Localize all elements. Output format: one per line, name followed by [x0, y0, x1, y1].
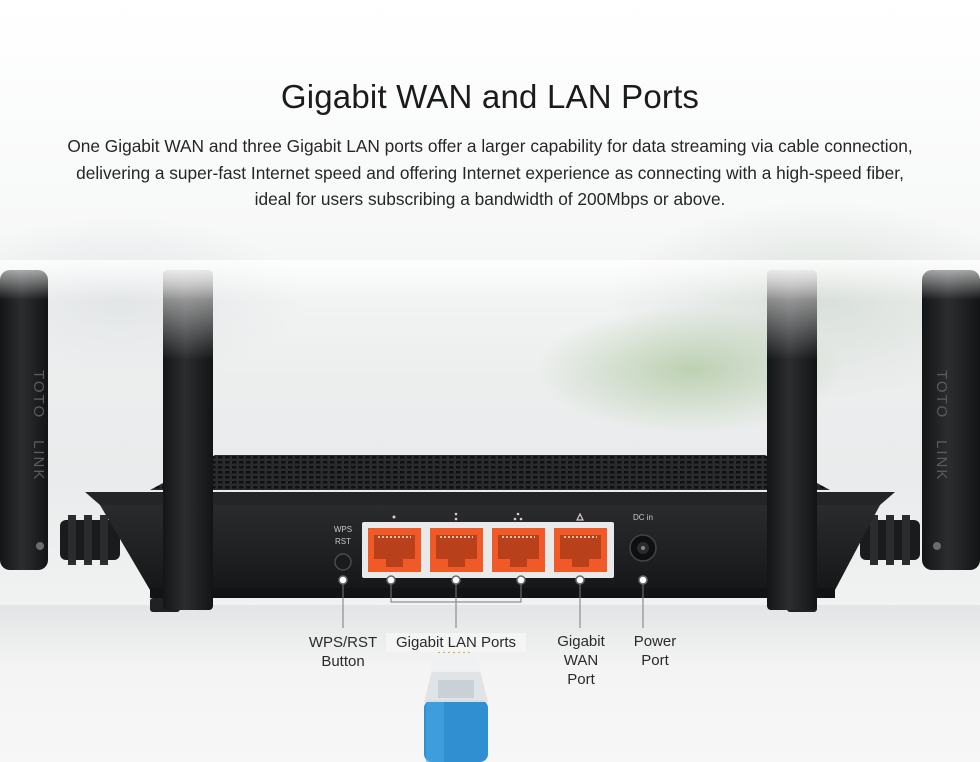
antenna-hinge-left — [60, 515, 120, 565]
antenna-near-left — [163, 270, 213, 610]
lan-port-2[interactable] — [430, 528, 483, 572]
wps-rst-callout: WPS/RST Button — [303, 633, 383, 671]
description-line-2: delivering a super-fast Internet speed a… — [76, 162, 904, 183]
lan-ports-callout: Gigabit LAN Ports — [386, 633, 526, 652]
lan-2-icon — [454, 512, 458, 516]
lan-port-3[interactable] — [492, 528, 545, 572]
antenna-brand-right-2: LINK — [933, 440, 950, 481]
wan-callout-line-3: Port — [567, 671, 595, 688]
antenna-near-right — [767, 270, 817, 610]
power-port-callout: Power Port — [621, 632, 689, 670]
power-callout-line-1: Power — [633, 633, 677, 650]
antenna-brand-right: TOTO — [933, 370, 950, 419]
table-surface — [0, 605, 980, 762]
antenna-brand-left: TOTO — [30, 370, 47, 419]
antenna-brand-left-2: LINK — [30, 440, 47, 481]
top-fade — [0, 260, 980, 300]
description-line-1: One Gigabit WAN and three Gigabit LAN po… — [67, 136, 913, 156]
wan-port[interactable] — [554, 528, 607, 572]
ethernet-cable — [424, 650, 488, 762]
antenna-far-right: TOTO LINK — [922, 270, 980, 570]
wps-rst-button[interactable] — [334, 553, 352, 571]
wan-port-callout: Gigabit WAN Port — [551, 632, 611, 689]
wps-callout-line-2: Button — [321, 653, 365, 670]
wps-label: WPS — [334, 525, 352, 534]
wan-callout-line-2: WAN — [563, 652, 599, 669]
rst-label: RST — [335, 537, 351, 546]
lan-3-icon — [516, 512, 520, 516]
description: One Gigabit WAN and three Gigabit LAN po… — [20, 133, 960, 213]
antenna-far-left: TOTO LINK — [0, 270, 48, 570]
ethernet-port-block — [362, 522, 614, 578]
power-port[interactable] — [629, 534, 657, 562]
dc-in-label: DC in — [633, 513, 653, 522]
callout-dots — [338, 575, 648, 585]
antenna-hinge-right — [860, 515, 920, 565]
description-line-3: ideal for users subscribing a bandwidth … — [254, 189, 726, 209]
wps-callout-line-1: WPS/RST — [308, 634, 378, 651]
lan-1-icon — [392, 515, 396, 519]
callout-lines — [342, 580, 644, 628]
page-title: Gigabit WAN and LAN Ports — [280, 78, 700, 115]
power-callout-line-2: Port — [641, 652, 669, 669]
router-top — [85, 455, 895, 505]
lan-callout-line-1: Gigabit LAN Ports — [395, 634, 517, 651]
wan-globe-icon — [576, 512, 584, 521]
lan-port-1[interactable] — [368, 528, 421, 572]
wan-callout-line-1: Gigabit — [557, 633, 605, 650]
